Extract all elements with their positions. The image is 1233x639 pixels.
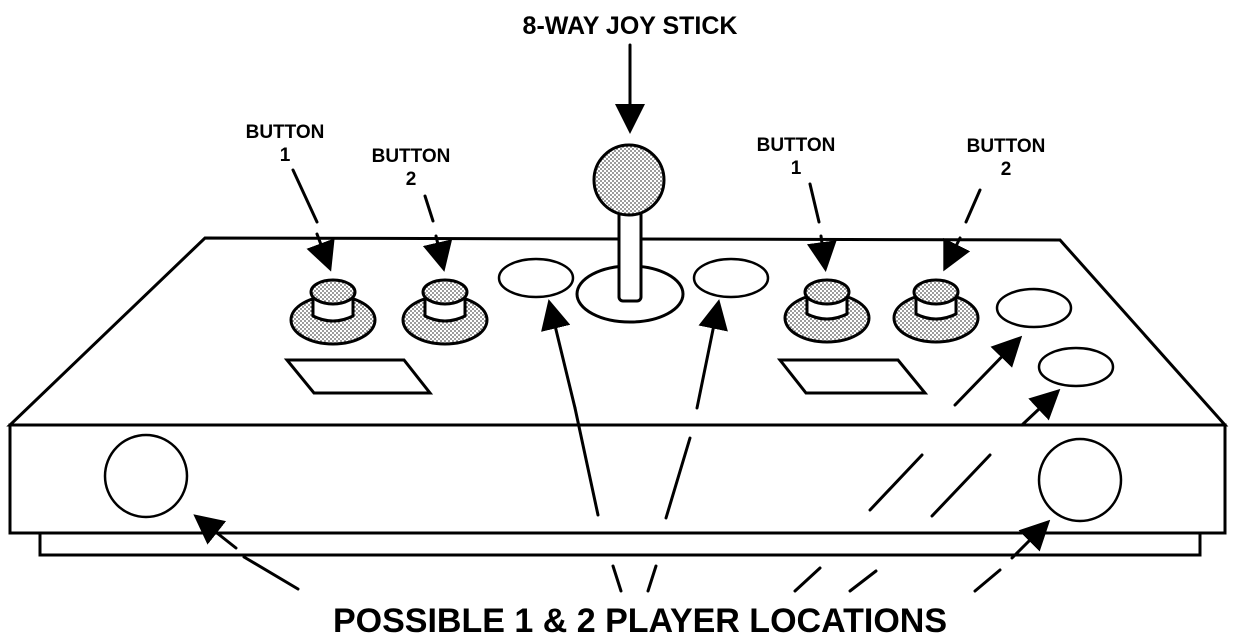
left-button1-arrow <box>306 232 335 272</box>
left-button2-arrow <box>422 234 453 272</box>
right-button2-label-line1: BUTTON <box>967 136 1046 157</box>
right-button-1 <box>783 278 871 344</box>
left-button1-label-line1: BUTTON <box>246 122 325 143</box>
left-button1-label-line2: 1 <box>280 145 291 166</box>
arrow-segment <box>664 436 692 520</box>
arrow-segment <box>573 406 600 517</box>
left-button-1 <box>289 278 377 346</box>
location-arrow-left-circle <box>193 514 238 550</box>
right-button2-label-line2: 2 <box>1001 159 1012 180</box>
joystick-title: 8-WAY JOY STICK <box>523 12 738 40</box>
joystick <box>575 143 685 324</box>
arrow-segment <box>964 188 982 224</box>
location-arrow-oval-2 <box>695 299 728 410</box>
arrow-segment <box>291 168 319 224</box>
location-arrow-oval-1 <box>541 299 577 410</box>
arrow-segment <box>242 555 300 591</box>
arrow-segment <box>973 568 1002 593</box>
right-button2-arrow <box>943 236 971 272</box>
locations-caption: POSSIBLE 1 & 2 PLAYER LOCATIONS <box>333 602 947 639</box>
joystick-shaft <box>617 201 643 303</box>
player-location-circle-left <box>103 433 189 519</box>
location-arrow-right-circle <box>1010 519 1051 560</box>
right-button-2 <box>892 278 980 344</box>
left-button2-label-line2: 2 <box>406 169 417 190</box>
location-arrow-oval-4 <box>1020 388 1061 427</box>
arrow-segment <box>868 453 924 512</box>
player-location-oval <box>995 287 1073 329</box>
arrow-segment <box>848 569 878 593</box>
arrow-segment <box>793 566 822 593</box>
panel-base-plate <box>38 531 1202 557</box>
player-location-oval <box>497 257 575 299</box>
right-label-plate <box>776 358 929 395</box>
left-label-plate <box>283 358 434 395</box>
joystick-ball <box>592 143 666 217</box>
arrow-segment <box>808 182 821 224</box>
right-button1-arrow <box>806 234 837 272</box>
player-location-circle-right <box>1037 437 1123 523</box>
arrow-segment <box>930 453 992 518</box>
arrow-segment <box>423 194 435 223</box>
arrow-segment <box>646 564 658 593</box>
arrow-segment <box>611 564 623 593</box>
player-location-oval <box>1037 346 1115 388</box>
left-button2-label-line1: BUTTON <box>372 146 451 167</box>
location-arrow-oval-3 <box>953 335 1023 407</box>
player-location-oval <box>692 257 770 299</box>
left-button-2 <box>401 278 489 346</box>
right-button1-label-line1: BUTTON <box>757 135 836 156</box>
right-button1-label-line2: 1 <box>791 158 802 179</box>
